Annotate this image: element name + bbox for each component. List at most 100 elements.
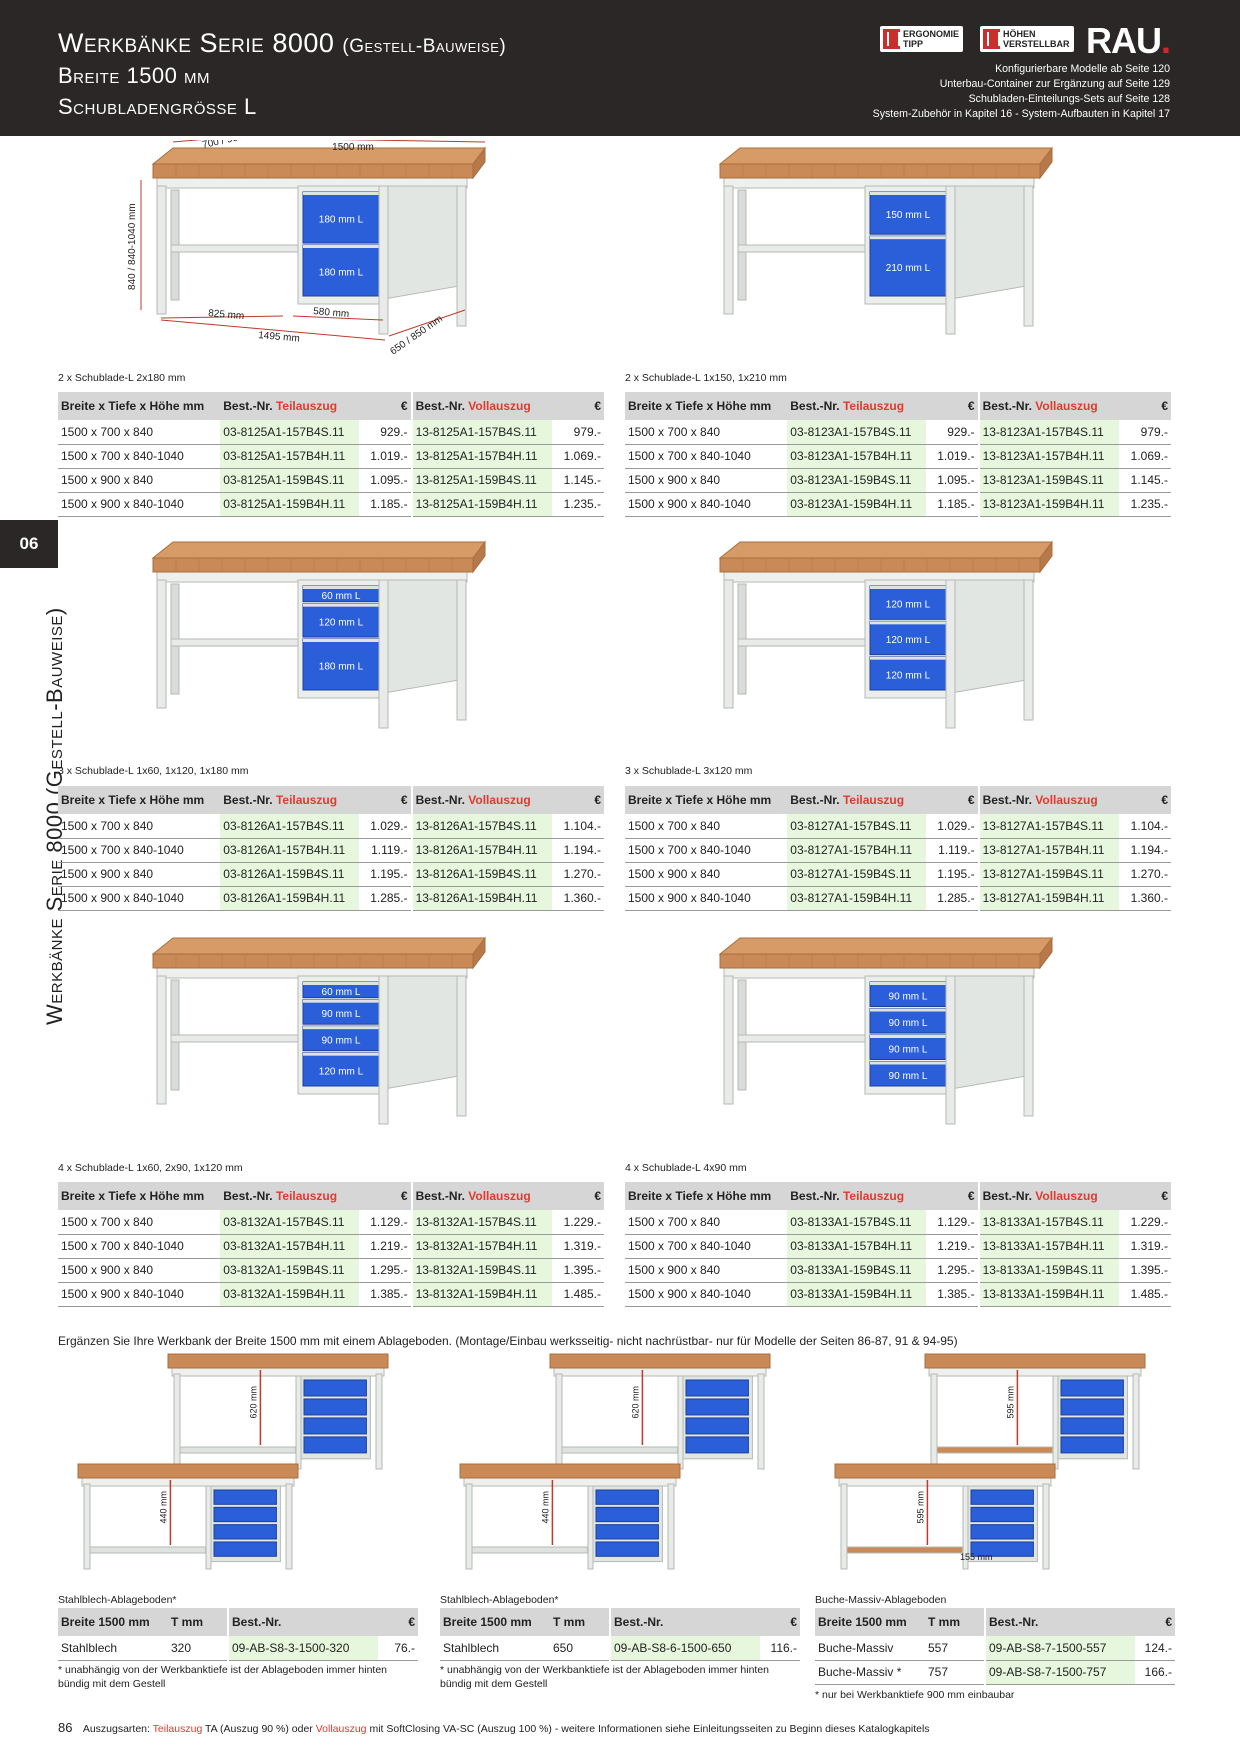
- order-number-va: 13-8126A1-157B4S.11: [410, 814, 552, 839]
- front-leg: [456, 185, 467, 327]
- leg: [555, 1373, 563, 1470]
- col-ta-price: €: [359, 786, 412, 814]
- frame-apron: [928, 1367, 1142, 1377]
- col-size: Breite x Tiefe x Höhe mm: [58, 1182, 221, 1210]
- drawer-label: 210 mm L: [886, 263, 931, 274]
- drawer: [595, 1524, 659, 1540]
- page-footer: 86 Auszugsarten: Teilauszug TA (Auszug 9…: [58, 1720, 930, 1735]
- drawer-handle: [870, 1008, 950, 1012]
- col-price: €: [760, 1608, 800, 1636]
- col-ta-price: €: [359, 392, 412, 420]
- bench-illustration: 150 mm L 210 mm L: [625, 140, 1171, 355]
- price-va: 1.104.-: [551, 814, 604, 839]
- shelf-depth: 650: [550, 1636, 610, 1661]
- price-va: 1.235.-: [551, 492, 604, 517]
- leg: [587, 1485, 594, 1570]
- drawer-handle: [870, 656, 950, 660]
- product-caption: 3 x Schublade-L 1x60, 1x120, 1x180 mm: [58, 765, 249, 777]
- order-number-ta: 03-8126A1-159B4S.11: [220, 862, 360, 887]
- order-number-va: 13-8132A1-159B4S.11: [410, 1258, 552, 1283]
- col-ta-price: €: [926, 1182, 979, 1210]
- dim-inner-depth-label: 825 mm: [208, 308, 245, 322]
- price-ta: 929.-: [359, 420, 412, 445]
- worktop-surface: [718, 147, 1053, 165]
- drawer: [869, 191, 951, 235]
- col-ta-price: €: [926, 786, 979, 814]
- leg: [173, 1373, 181, 1470]
- cabinet-side: [944, 579, 1033, 695]
- drawer: [970, 1506, 1034, 1523]
- col-va-price: €: [551, 786, 604, 814]
- product-caption: 2 x Schublade-L 2x180 mm: [58, 372, 186, 384]
- cabinet-side: [377, 185, 466, 301]
- height-adjust-icon: [983, 29, 1000, 49]
- brand-logo: RAU.: [1086, 20, 1171, 61]
- drawer-handle: [303, 603, 383, 607]
- price-ta: 1.385.-: [926, 1282, 979, 1307]
- drawer-handle: [303, 982, 383, 985]
- drawer: [685, 1436, 749, 1454]
- col-ta: Best.-Nr. Teilauszug: [787, 1182, 927, 1210]
- drawer: [302, 244, 384, 297]
- drawer-label: 150 mm L: [886, 210, 931, 221]
- order-number-ta: 03-8125A1-157B4S.11: [220, 420, 360, 445]
- cabinet-side: [944, 185, 1033, 301]
- size-cell: 1500 x 900 x 840-1040: [58, 492, 221, 517]
- frame-apron: [463, 1477, 677, 1487]
- price-ta: 1.029.-: [926, 814, 979, 839]
- shelf-order-number: 09-AB-S8-6-1500-650: [609, 1636, 760, 1661]
- page-number: 86: [58, 1720, 73, 1735]
- drawer-label: 90 mm L: [889, 991, 928, 1002]
- price-ta: 1.129.-: [359, 1210, 412, 1235]
- size-cell: 1500 x 700 x 840-1040: [58, 838, 221, 863]
- order-number-va: 13-8127A1-157B4H.11: [977, 838, 1119, 863]
- drawer-handle: [303, 999, 383, 1003]
- shelf-bench: 595 mm: [924, 1353, 1146, 1470]
- product-caption: 2 x Schublade-L 1x150, 1x210 mm: [625, 372, 787, 384]
- order-number-va: 13-8125A1-159B4H.11: [410, 492, 552, 517]
- worktop-side: [1039, 540, 1053, 574]
- drawer-label: 120 mm L: [886, 600, 931, 611]
- order-number-va: 13-8127A1-157B4S.11: [977, 814, 1119, 839]
- size-cell: 1500 x 700 x 840-1040: [58, 1234, 221, 1259]
- size-cell: 1500 x 700 x 840: [625, 420, 788, 445]
- col-va: Best.-Nr. Vollauszug: [977, 786, 1119, 814]
- leg: [757, 1373, 765, 1470]
- product-caption: 4 x Schublade-L 4x90 mm: [625, 1162, 747, 1174]
- col-width: Breite 1500 mm: [58, 1608, 168, 1636]
- shelf-type: Buche-Massiv *: [815, 1660, 925, 1685]
- drawer-handle: [303, 245, 383, 248]
- drawer-handle: [303, 192, 383, 195]
- shelf-board: [471, 1546, 589, 1554]
- drawer: [595, 1489, 659, 1505]
- size-cell: 1500 x 700 x 840-1040: [625, 444, 788, 469]
- dim-line-foot: [388, 309, 466, 337]
- size-cell: 1500 x 900 x 840: [58, 1258, 221, 1283]
- leg: [1042, 1483, 1050, 1570]
- col-ta: Best.-Nr. Teilauszug: [787, 392, 927, 420]
- worktop-surface: [151, 937, 486, 955]
- col-ta: Best.-Nr. Teilauszug: [220, 1182, 360, 1210]
- drawer-handle: [870, 1061, 950, 1065]
- price-va: 1.485.-: [1118, 1282, 1171, 1307]
- price-va: 1.485.-: [551, 1282, 604, 1307]
- price-ta: 1.219.-: [359, 1234, 412, 1259]
- order-number-ta: 03-8133A1-157B4H.11: [787, 1234, 927, 1259]
- dim-height-label: 840 / 840-1040 mm: [127, 203, 138, 290]
- order-number-ta: 03-8132A1-157B4S.11: [220, 1210, 360, 1235]
- dim-width-label: 1500 mm: [332, 142, 374, 153]
- price-va: 1.319.-: [1118, 1234, 1171, 1259]
- leg: [285, 1483, 293, 1570]
